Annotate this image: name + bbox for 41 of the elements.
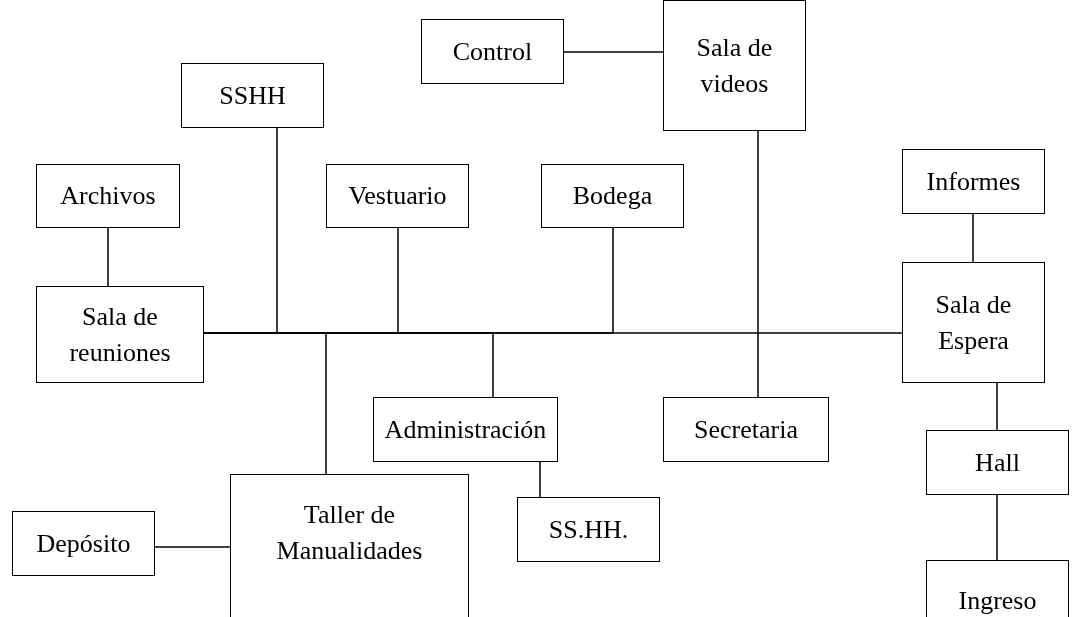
connector-line — [203, 332, 327, 475]
room-box — [902, 262, 1045, 383]
room-box — [663, 0, 806, 131]
room-label: Control — [452, 35, 533, 68]
room-label: Sala de videos — [695, 31, 774, 100]
connector-line — [996, 382, 998, 431]
connector-line — [996, 494, 998, 561]
room-label: SS.HH. — [548, 513, 629, 546]
room-label: Secretaria — [694, 413, 798, 446]
room-box — [663, 397, 829, 462]
room-label: Informes — [926, 165, 1021, 198]
room-box — [373, 397, 558, 462]
room-box — [36, 164, 180, 228]
connector-line — [757, 130, 759, 398]
room-box — [926, 560, 1069, 617]
room-label: Bodega — [572, 180, 653, 212]
room-label: Administración — [384, 413, 547, 446]
connector-line — [107, 227, 109, 287]
connector-line — [563, 51, 664, 53]
room-label: Taller de Manualidades — [275, 499, 424, 567]
room-label: Vestuario — [348, 180, 447, 212]
room-label: SSHH — [219, 79, 286, 112]
room-box — [326, 164, 469, 228]
connector-line — [539, 461, 541, 498]
room-label: Sala de reuniones — [68, 300, 172, 369]
room-label: Hall — [975, 446, 1020, 479]
room-label: Depósito — [36, 527, 131, 560]
room-box — [926, 430, 1069, 495]
room-label: Sala de Espera — [934, 288, 1013, 357]
room-box — [181, 63, 324, 128]
connector-line — [972, 213, 974, 263]
room-box — [421, 19, 564, 84]
room-box — [230, 474, 469, 617]
connector-line — [154, 546, 231, 548]
room-box — [36, 286, 204, 383]
room-box — [517, 497, 660, 562]
room-box — [902, 149, 1045, 214]
room-label: Ingreso — [958, 585, 1037, 617]
room-box — [541, 164, 684, 228]
room-box — [12, 511, 155, 576]
room-label: Archivos — [60, 180, 156, 212]
